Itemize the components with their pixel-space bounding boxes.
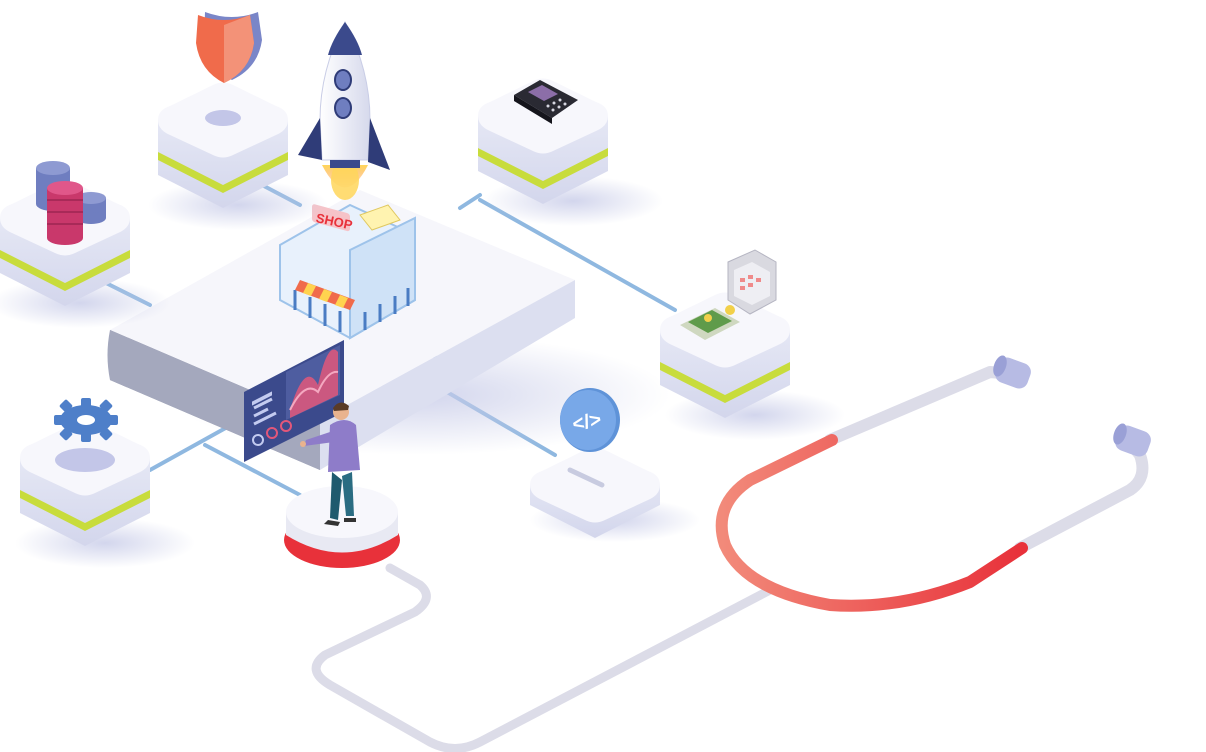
database-icon <box>36 161 106 245</box>
node-cash-register <box>660 292 845 440</box>
stethoscope-eartips <box>993 355 1151 457</box>
stethoscope-binaural-red <box>715 434 1028 612</box>
gear-icon <box>54 398 118 442</box>
node-settings <box>15 420 195 568</box>
node-code <box>530 447 700 542</box>
rocket-icon <box>298 20 390 200</box>
shield-icon <box>196 12 262 83</box>
stethoscope-tube <box>311 563 775 752</box>
code-icon: </> <box>560 388 620 452</box>
stethoscope-earpiece-right <box>1014 439 1149 554</box>
dashboard-screen-icon <box>244 340 344 462</box>
stethoscope-earpiece-left <box>824 366 1018 446</box>
cash-register-icon <box>680 249 777 340</box>
node-security <box>148 82 328 230</box>
pedestal <box>284 486 400 568</box>
person-icon <box>300 402 360 526</box>
card-terminal-icon <box>514 80 578 124</box>
storefront-icon: SHOP <box>279 203 416 340</box>
